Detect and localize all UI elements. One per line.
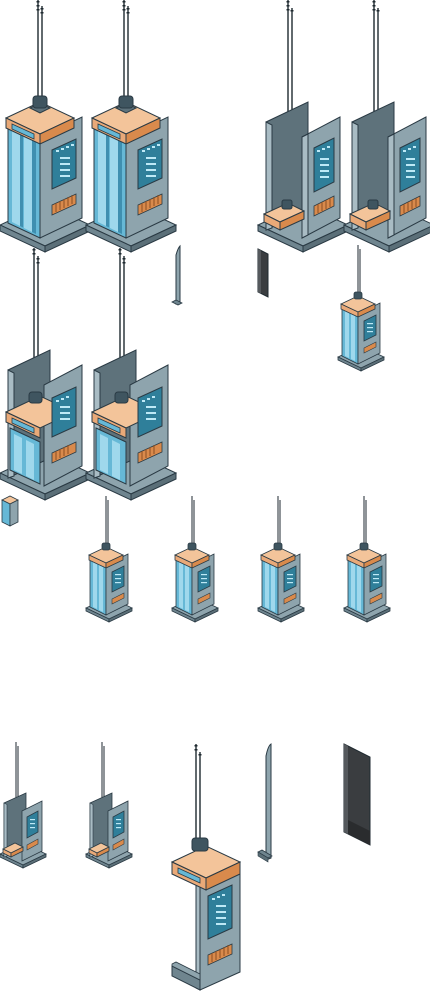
elevator-anim-frame-2 bbox=[171, 495, 219, 623]
elevator-anim-frame-1 bbox=[85, 495, 133, 623]
elevator-cutaway-large bbox=[170, 744, 242, 991]
elevator-mid-large-2 bbox=[85, 247, 177, 501]
elevator-open-small-1 bbox=[0, 741, 47, 869]
elevator-open-small-2 bbox=[85, 741, 133, 869]
elevator-anim-frame-4 bbox=[343, 495, 391, 623]
side-post-small bbox=[171, 244, 183, 306]
dark-door-panel-small bbox=[257, 248, 269, 298]
elevator-anim-frame-3 bbox=[257, 495, 305, 623]
elevator-open-large-1 bbox=[257, 0, 349, 253]
side-post-tall bbox=[257, 743, 273, 863]
elevator-mini-right bbox=[337, 244, 385, 372]
elevator-open-large-2 bbox=[343, 0, 430, 253]
elevator-mid-large-1 bbox=[0, 247, 91, 501]
elevator-icon-tiny bbox=[1, 495, 19, 527]
elevator-closed-large-2 bbox=[85, 0, 177, 253]
elevator-closed-large-1 bbox=[0, 0, 91, 253]
dark-door-panel-large bbox=[343, 743, 371, 846]
